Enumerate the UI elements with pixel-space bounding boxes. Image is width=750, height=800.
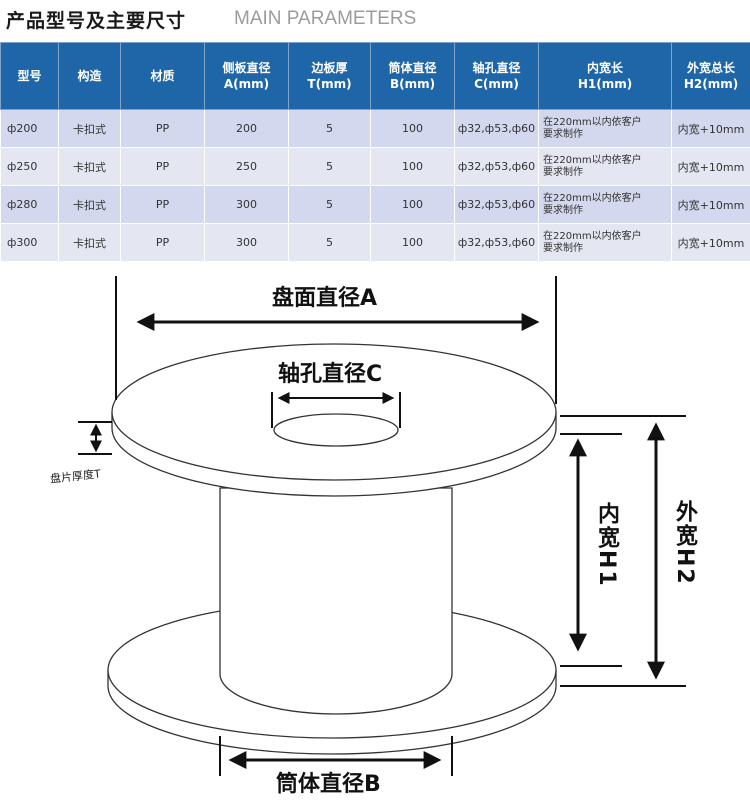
- cell-structure: 卡扣式: [58, 185, 121, 224]
- table-row: ф250 卡扣式 PP 250 5 100 ф32,ф53,ф60 在220mm…: [0, 147, 750, 186]
- cell-structure: 卡扣式: [58, 147, 121, 186]
- label-h2: 外宽H2: [672, 500, 697, 586]
- cell-h1: 在220mm以内依客户要求制作: [538, 147, 672, 186]
- cell-h1: 在220mm以内依客户要求制作: [538, 223, 672, 262]
- table-row: ф300 卡扣式 PP 300 5 100 ф32,ф53,ф60 在220mm…: [0, 223, 750, 262]
- cell-model: ф300: [0, 223, 59, 262]
- cell-b: 100: [370, 109, 455, 148]
- cell-t: 5: [288, 185, 371, 224]
- page-header: 产品型号及主要尺寸 MAIN PARAMETERS: [0, 0, 750, 40]
- top-flange: [111, 343, 557, 481]
- cell-material: PP: [120, 147, 205, 186]
- label-b: 筒体直径B: [276, 772, 381, 797]
- cell-a: 200: [204, 109, 289, 148]
- col-model: 型号: [0, 42, 59, 110]
- cell-a: 250: [204, 147, 289, 186]
- col-structure: 构造: [58, 42, 121, 110]
- col-material: 材质: [120, 42, 205, 110]
- cell-a: 300: [204, 223, 289, 262]
- cell-t: 5: [288, 147, 371, 186]
- spool-diagram: 盘面直径A 轴孔直径C 盘片厚度T 内宽H1 外宽H2 筒体直径B: [0, 262, 750, 800]
- title-cn: 产品型号及主要尺寸: [6, 10, 187, 32]
- cell-h2: 内宽+10mm: [671, 109, 750, 148]
- cell-t: 5: [288, 109, 371, 148]
- cell-h1: 在220mm以内依客户要求制作: [538, 109, 672, 148]
- label-h1: 内宽H1: [594, 502, 619, 588]
- table-row: ф200 卡扣式 PP 200 5 100 ф32,ф53,ф60 在220mm…: [0, 109, 750, 148]
- cell-c: ф32,ф53,ф60: [454, 147, 539, 186]
- cell-model: ф250: [0, 147, 59, 186]
- cell-material: PP: [120, 223, 205, 262]
- shaft-hole: [273, 413, 399, 447]
- cell-c: ф32,ф53,ф60: [454, 185, 539, 224]
- cell-material: PP: [120, 185, 205, 224]
- cell-model: ф200: [0, 109, 59, 148]
- cell-b: 100: [370, 147, 455, 186]
- cell-material: PP: [120, 109, 205, 148]
- label-a: 盘面直径A: [272, 286, 378, 311]
- cell-h2: 内宽+10mm: [671, 147, 750, 186]
- cell-h2: 内宽+10mm: [671, 223, 750, 262]
- cell-t: 5: [288, 223, 371, 262]
- cell-b: 100: [370, 223, 455, 262]
- cell-model: ф280: [0, 185, 59, 224]
- cell-structure: 卡扣式: [58, 109, 121, 148]
- title-en: MAIN PARAMETERS: [234, 8, 417, 29]
- table-row: ф280 卡扣式 PP 300 5 100 ф32,ф53,ф60 在220mm…: [0, 185, 750, 224]
- cell-b: 100: [370, 185, 455, 224]
- spool-drawing: [78, 276, 686, 776]
- label-c: 轴孔直径C: [278, 362, 383, 387]
- cell-c: ф32,ф53,ф60: [454, 223, 539, 262]
- barrel: [219, 487, 453, 715]
- cell-structure: 卡扣式: [58, 223, 121, 262]
- cell-h2: 内宽+10mm: [671, 185, 750, 224]
- cell-a: 300: [204, 185, 289, 224]
- cell-h1: 在220mm以内依客户要求制作: [538, 185, 672, 224]
- cell-c: ф32,ф53,ф60: [454, 109, 539, 148]
